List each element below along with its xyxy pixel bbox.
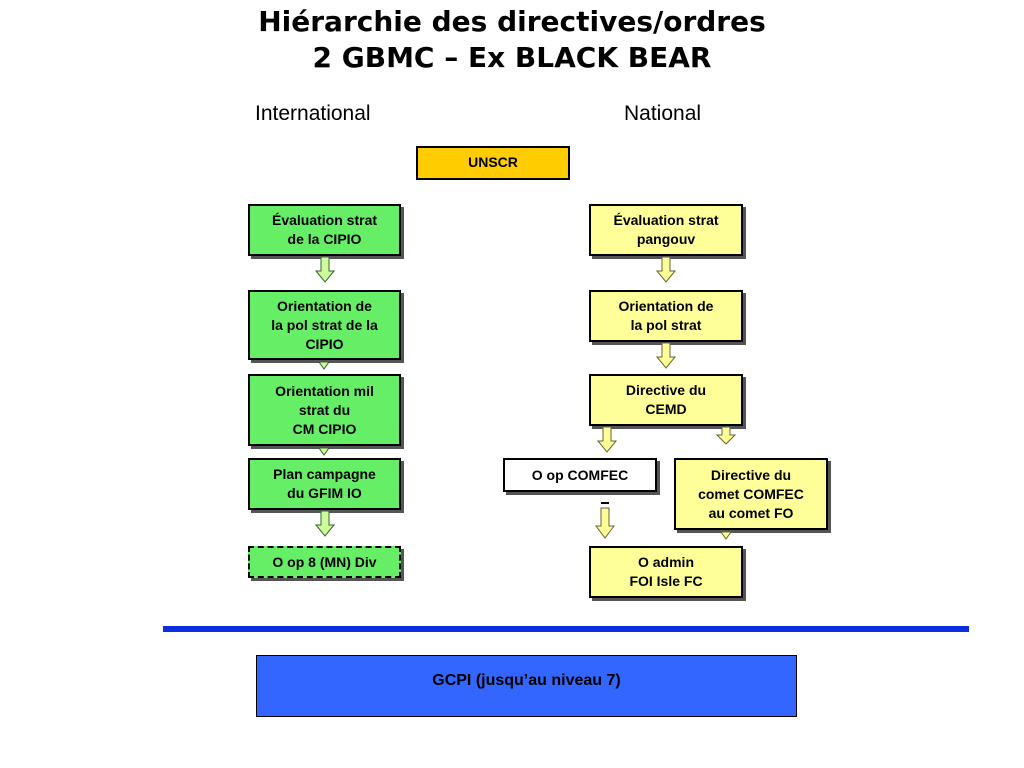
title-line-2: 2 GBMC – Ex BLACK BEAR: [312, 41, 712, 74]
arrow-down-icon: [656, 343, 676, 369]
page-title: Hiérarchie des directives/ordres 2 GBMC …: [0, 4, 1024, 76]
arrow-down-icon: [716, 427, 736, 445]
arrow-down-icon: [315, 511, 335, 537]
column-header-international: International: [255, 102, 371, 125]
arrow-down-icon: [315, 257, 335, 283]
separator-line: [163, 626, 969, 632]
connector-triangle-icon: [318, 447, 330, 456]
box-unscr: UNSCR: [416, 146, 570, 180]
box-gcpi: GCPI (jusqu’au niveau 7): [256, 655, 797, 717]
box-intl-orientation-pol-strat: Orientation de la pol strat de la CIPIO: [248, 290, 401, 360]
column-header-national: National: [624, 102, 702, 125]
box-nat-directive-cemd: Directive du CEMD: [589, 374, 743, 426]
box-nat-o-op-comfec: O op COMFEC: [503, 458, 657, 492]
arrow-down-dashed-icon: [595, 502, 615, 539]
arrow-down-icon: [597, 427, 617, 453]
box-intl-evaluation-strat: Évaluation strat de la CIPIO: [248, 204, 401, 256]
box-intl-o-op-div: O op 8 (MN) Div: [248, 546, 401, 578]
connector-triangle-icon: [720, 531, 732, 540]
box-nat-evaluation-strat: Évaluation strat pangouv: [589, 204, 743, 256]
title-line-1: Hiérarchie des directives/ordres: [258, 5, 766, 38]
box-nat-orientation-pol-strat: Orientation de la pol strat: [589, 290, 743, 342]
box-intl-orientation-mil-strat: Orientation mil strat du CM CIPIO: [248, 374, 401, 446]
box-intl-plan-campagne: Plan campagne du GFIM IO: [248, 458, 401, 510]
connector-triangle-icon: [318, 361, 330, 370]
box-nat-directive-comet: Directive du comet COMFEC au comet FO: [674, 458, 828, 530]
box-nat-o-admin: O admin FOI Isle FC: [589, 546, 743, 598]
arrow-down-icon: [656, 257, 676, 283]
